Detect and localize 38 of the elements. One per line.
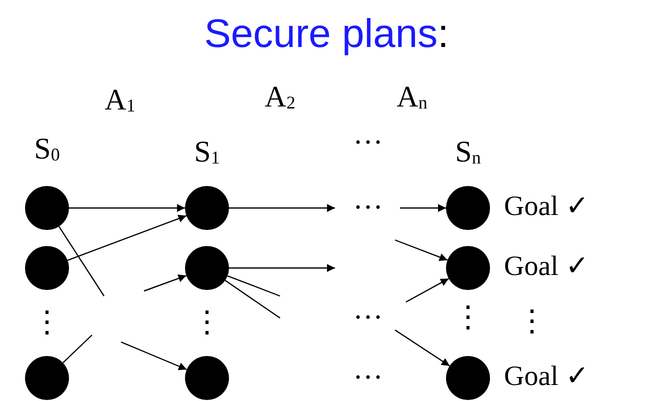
state-label: S$_{n}$ [455, 136, 481, 170]
ellipsis: ··· [353, 301, 383, 335]
arrow [144, 274, 187, 292]
vertical-ellipsis: ⋮ [517, 305, 547, 339]
action-label: A$_{2}$ [264, 80, 296, 116]
ellipsis: ··· [353, 191, 383, 225]
goal-label: Goal ✓ [504, 250, 588, 284]
arrow [67, 214, 187, 261]
arrow [229, 264, 335, 272]
state-label: S$_{0}$ [34, 132, 60, 168]
state-circle [185, 356, 229, 400]
vertical-ellipsis: ⋮ [192, 306, 222, 340]
goal-label: Goal ✓ [504, 360, 588, 394]
vertical-ellipsis: ⋮ [32, 306, 62, 340]
arrow [406, 278, 449, 303]
state-circle [185, 186, 229, 230]
state-label: S$_{1}$ [194, 136, 220, 170]
action-label: A$_{n}$ [396, 80, 428, 116]
arrow [120, 341, 187, 370]
arrow [229, 204, 335, 212]
arrow [394, 239, 448, 261]
state-circle [185, 246, 229, 290]
line [224, 280, 280, 318]
action-label: A$_{1}$ [104, 84, 136, 118]
goal-label: Goal ✓ [504, 190, 588, 224]
arrow [400, 204, 446, 212]
title: Secure plans: [203, 11, 450, 58]
state-circle [25, 356, 69, 400]
vertical-ellipsis: ⋮ [453, 301, 483, 335]
state-circle [25, 186, 69, 230]
ellipsis: ··· [353, 126, 383, 160]
ellipsis: ··· [353, 361, 383, 395]
state-circle [25, 246, 69, 290]
arrow [69, 204, 185, 212]
arrow [394, 330, 450, 366]
line [227, 275, 280, 297]
line [58, 226, 104, 296]
line [62, 334, 92, 364]
